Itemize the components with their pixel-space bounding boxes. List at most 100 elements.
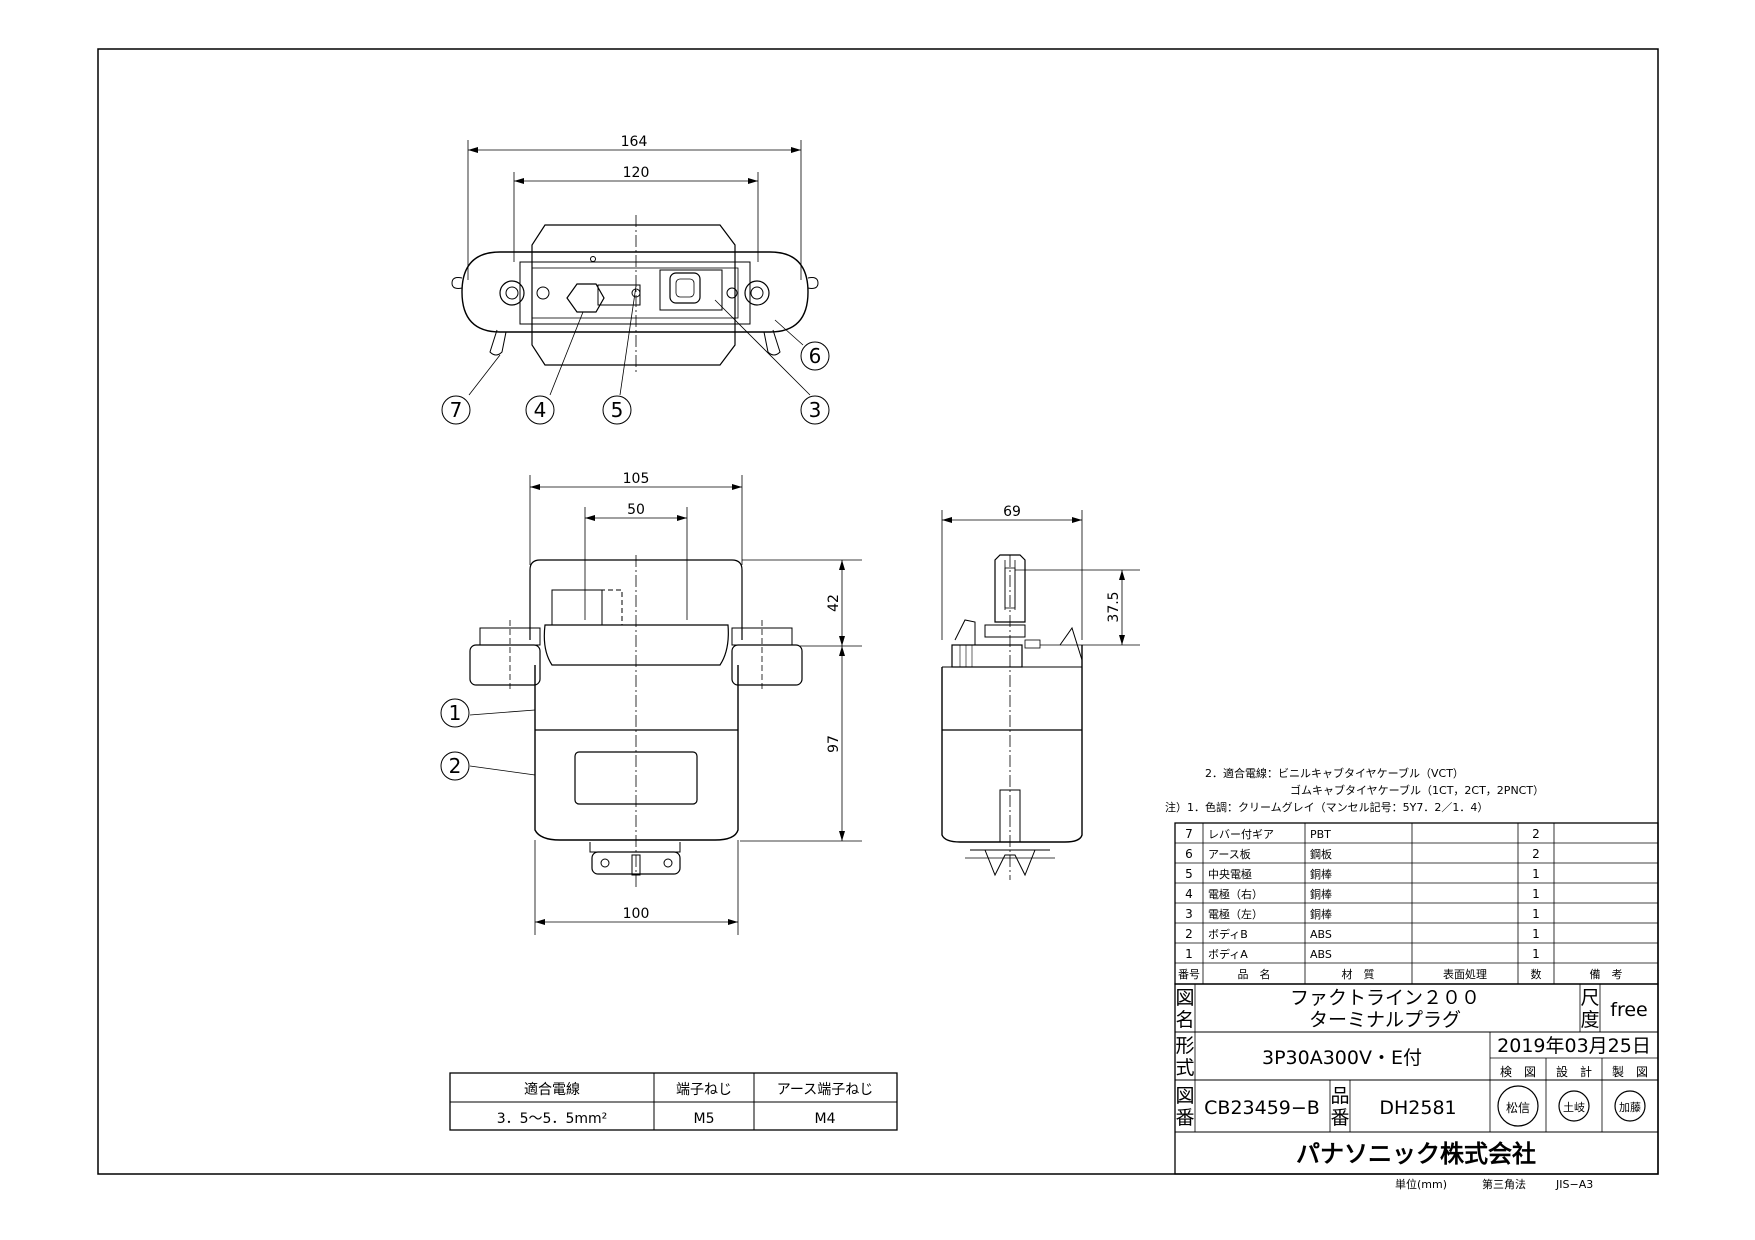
svg-text:7: 7 bbox=[450, 398, 463, 422]
parts-cell-qty: 1 bbox=[1532, 887, 1540, 901]
drawing-no-label-2: 番 bbox=[1175, 1107, 1194, 1129]
scale-label-2: 度 bbox=[1580, 1009, 1599, 1031]
balloon-2: 2 bbox=[440, 751, 470, 781]
product-no-label-1: 品 bbox=[1330, 1085, 1349, 1107]
parts-cell-no: 3 bbox=[1185, 907, 1193, 921]
title-block: 図 名 ファクトライン２００ ターミナルプラグ 尺 度 free 形 式 3P3… bbox=[1174, 983, 1659, 1175]
front-body-outline bbox=[534, 665, 739, 841]
terminal-left bbox=[499, 280, 525, 306]
parts-cell-no: 5 bbox=[1185, 867, 1193, 881]
parts-cell-qty: 1 bbox=[1532, 927, 1540, 941]
wire-header-earth-screw: アース端子ねじ bbox=[777, 1082, 873, 1098]
parts-row: 1 ボディA ABS 1 bbox=[1185, 947, 1540, 961]
top-view: 164 120 bbox=[451, 134, 819, 396]
stamp-check: 松信 bbox=[1497, 1085, 1539, 1127]
parts-cell-material: ABS bbox=[1310, 928, 1332, 941]
balloon-7: 7 bbox=[441, 395, 471, 425]
svg-text:2: 2 bbox=[449, 754, 462, 778]
header-remark: 備 考 bbox=[1590, 968, 1623, 981]
stamp-make: 加藤 bbox=[1614, 1090, 1646, 1122]
footer-projection: 第三角法 bbox=[1482, 1177, 1526, 1191]
balloon-4: 4 bbox=[525, 395, 555, 425]
balloon-1: 1 bbox=[440, 698, 470, 728]
dim-front-top: 105 bbox=[623, 471, 650, 487]
wire-table: 適合電線 端子ねじ アース端子ねじ 3．5〜5．5mm² M5 M4 bbox=[449, 1072, 898, 1131]
wire-value-wire: 3．5〜5．5mm² bbox=[497, 1111, 608, 1127]
parts-header-row: 番号 品 名 材 質 表面処理 数 備 考 bbox=[1178, 967, 1623, 981]
parts-cell-name: ボディA bbox=[1208, 947, 1248, 961]
front-side-terminal-left bbox=[469, 644, 541, 686]
parts-cell-qty: 2 bbox=[1532, 827, 1540, 841]
electrode-left bbox=[669, 272, 701, 304]
side-view: 69 37.5 bbox=[941, 504, 1140, 880]
side-gear bbox=[951, 644, 1023, 668]
parts-cell-name: レバー付ギア bbox=[1208, 828, 1274, 841]
parts-cell-no: 6 bbox=[1185, 847, 1193, 861]
parts-row: 4 電極（右） 銅棒 1 bbox=[1185, 887, 1540, 901]
wire-header-wire: 適合電線 bbox=[524, 1081, 580, 1098]
svg-text:1: 1 bbox=[449, 701, 462, 725]
parts-cell-material: 銅棒 bbox=[1310, 867, 1332, 881]
side-lever bbox=[994, 554, 1026, 623]
parts-cell-name: アース板 bbox=[1208, 847, 1251, 861]
front-view: 105 50 bbox=[469, 471, 862, 935]
dim-front-inner: 50 bbox=[627, 502, 645, 518]
svg-text:6: 6 bbox=[809, 344, 822, 368]
top-body-outline bbox=[461, 251, 809, 333]
parts-cell-name: ボディB bbox=[1208, 927, 1248, 941]
drawing-name-2: ターミナルプラグ bbox=[1309, 1009, 1461, 1031]
wire-value-terminal-screw: M5 bbox=[694, 1111, 715, 1127]
parts-cell-name: 電極（左） bbox=[1208, 907, 1263, 921]
drawing-name-label-2: 名 bbox=[1175, 1009, 1194, 1031]
note-line-2: ゴムキャブタイヤケーブル（1CT，2CT，2PNCT） bbox=[1290, 783, 1544, 797]
header-no: 番号 bbox=[1178, 968, 1200, 981]
parts-row: 7 レバー付ギア PBT 2 bbox=[1185, 827, 1540, 841]
electrode-right bbox=[566, 283, 605, 313]
model-label-1: 形 bbox=[1175, 1035, 1194, 1057]
header-name: 品 名 bbox=[1238, 967, 1271, 981]
parts-row: 2 ボディB ABS 1 bbox=[1185, 927, 1540, 941]
parts-cell-no: 2 bbox=[1185, 927, 1193, 941]
parts-cell-material: ABS bbox=[1310, 948, 1332, 961]
company-name: パナソニック株式会社 bbox=[1296, 1140, 1536, 1168]
parts-cell-no: 1 bbox=[1185, 947, 1193, 961]
balloon-3: 3 bbox=[800, 395, 830, 425]
parts-cell-material: PBT bbox=[1310, 828, 1331, 841]
dim-top-inner: 120 bbox=[623, 165, 650, 181]
dim-top-overall: 164 bbox=[621, 134, 648, 150]
parts-cell-no: 7 bbox=[1185, 827, 1193, 841]
parts-row: 6 アース板 鋼板 2 bbox=[1185, 847, 1540, 861]
drawing-name-label-1: 図 bbox=[1175, 987, 1194, 1009]
make-label: 製 図 bbox=[1612, 1065, 1648, 1079]
parts-cell-no: 4 bbox=[1185, 887, 1193, 901]
scale-label-1: 尺 bbox=[1580, 987, 1599, 1009]
drawing-no-value: CB23459−B bbox=[1204, 1097, 1320, 1119]
footer-unit: 単位(mm) bbox=[1395, 1177, 1447, 1191]
drawing-name-1: ファクトライン２００ bbox=[1290, 987, 1480, 1009]
drawing-no-label-1: 図 bbox=[1175, 1085, 1194, 1107]
footer-size: JIS−A3 bbox=[1555, 1178, 1593, 1191]
check-label: 検 図 bbox=[1500, 1065, 1536, 1079]
svg-text:土岐: 土岐 bbox=[1563, 1101, 1585, 1114]
balloon-5: 5 bbox=[602, 395, 632, 425]
scale-value: free bbox=[1610, 999, 1647, 1021]
parts-cell-qty: 2 bbox=[1532, 847, 1540, 861]
model-value: 3P30A300V・E付 bbox=[1262, 1047, 1422, 1069]
wire-header-terminal-screw: 端子ねじ bbox=[676, 1082, 732, 1098]
parts-cell-material: 銅棒 bbox=[1310, 887, 1332, 901]
parts-cell-name: 中央電極 bbox=[1208, 867, 1252, 881]
dim-front-body-height: 97 bbox=[826, 735, 842, 753]
parts-cell-name: 電極（右） bbox=[1208, 887, 1263, 901]
front-side-terminal-right bbox=[731, 644, 803, 686]
svg-text:5: 5 bbox=[611, 398, 624, 422]
drawing-date: 2019年03月25日 bbox=[1497, 1035, 1651, 1057]
parts-cell-qty: 1 bbox=[1532, 947, 1540, 961]
header-qty: 数 bbox=[1531, 968, 1542, 981]
product-no-label-2: 番 bbox=[1330, 1107, 1349, 1129]
dim-front-bottom: 100 bbox=[623, 906, 650, 922]
parts-cell-material: 鋼板 bbox=[1310, 847, 1332, 861]
svg-text:松信: 松信 bbox=[1506, 1101, 1530, 1115]
wire-value-earth-screw: M4 bbox=[815, 1111, 836, 1127]
